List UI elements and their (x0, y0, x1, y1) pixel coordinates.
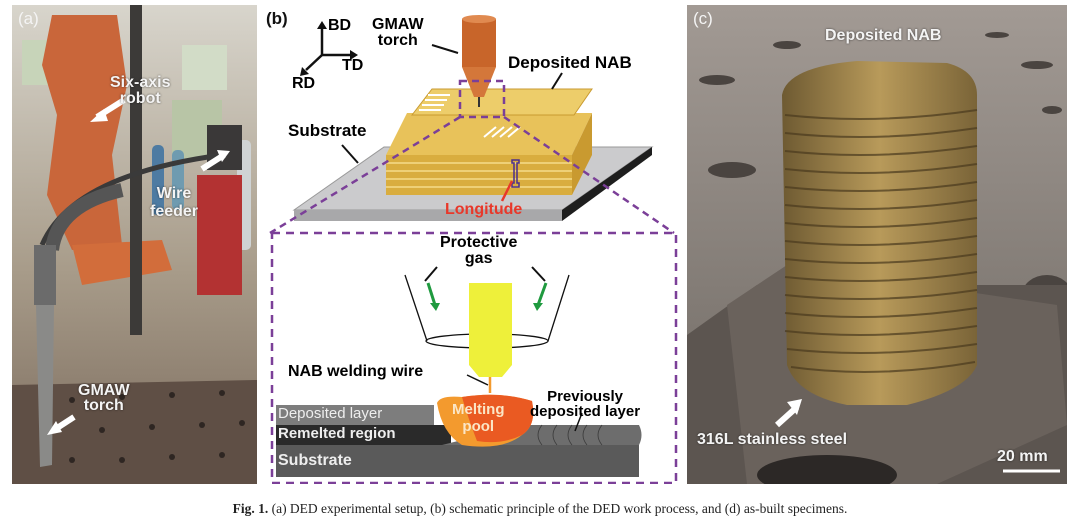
panel-a-tag: (a) (18, 9, 39, 28)
hose-thick (45, 183, 124, 252)
caption-prefix: Fig. 1. (232, 501, 269, 516)
deposit-front (386, 155, 572, 195)
welding-wire-label: NAB welding wire (288, 363, 424, 380)
schematic-diagram (269, 15, 678, 484)
remelted-region-label: Remelted region (278, 425, 396, 442)
cable-pole (130, 5, 142, 335)
schematic-torch (462, 19, 496, 67)
deposit-layer-ridges (784, 109, 978, 373)
zoom-line-right (503, 115, 675, 235)
deposited-nab-label: Deposited NAB (825, 27, 942, 44)
panel-c-tag: (c) (693, 9, 713, 28)
window (182, 45, 227, 90)
gas-cylinder (152, 145, 164, 215)
gas-flow-arrow-icon (536, 282, 548, 306)
axis-rd-label: RD (292, 75, 316, 92)
gas-flow-arrow-icon (426, 282, 437, 306)
panel-c-specimen-photo: (c) Deposited NAB 316L stainless steel 2… (687, 5, 1067, 484)
zoom-line-left (269, 115, 461, 235)
robot-base (72, 240, 172, 285)
axis-bd-label: BD (328, 17, 352, 34)
scale-label: 20 mm (997, 448, 1048, 465)
detail-frame (270, 231, 678, 484)
deposited-layer-label: Deposited layer (278, 405, 383, 422)
substrate-side (562, 147, 652, 221)
deposit-layer-lines (386, 162, 572, 188)
remelted-region (276, 425, 451, 445)
substrate-front (294, 210, 562, 221)
figure-caption: Fig. 1. (a) DED experimental setup, (b) … (0, 501, 1080, 517)
deposit-side (572, 113, 592, 195)
specimen-photo-illustration (687, 5, 1067, 484)
setup-photo-illustration (12, 5, 257, 484)
longitude-arrow-icon (500, 180, 514, 202)
scan-direction-arrows (419, 94, 521, 138)
zoom-region-box (458, 79, 506, 119)
longitude-label: Longitude (445, 201, 523, 218)
torch-body (34, 245, 56, 305)
deposited-nab-label: Deposited NAB (508, 53, 632, 72)
gmaw-torch (36, 305, 54, 467)
label-arrows (341, 44, 563, 164)
coordinate-axes (300, 21, 358, 76)
substrate-label: Substrate (288, 121, 367, 140)
tensile-specimen-icon (511, 159, 520, 188)
stainless-steel-label: 316L stainless steel (697, 431, 848, 448)
deposit-top-layer (410, 88, 593, 116)
caption-text: (a) DED experimental setup, (b) schemati… (268, 501, 848, 516)
gas-nozzle (404, 274, 570, 342)
axis-td-label: TD (342, 57, 364, 74)
substrate-layer-label: Substrate (278, 452, 352, 469)
panel-b-tag: (b) (266, 9, 288, 28)
wire-feeder-cabinet (197, 175, 242, 295)
substrate-layer (276, 445, 639, 477)
deposited-nab-block (782, 61, 977, 405)
deposited-layer (276, 405, 434, 425)
welding-wire-nozzle (469, 283, 512, 377)
